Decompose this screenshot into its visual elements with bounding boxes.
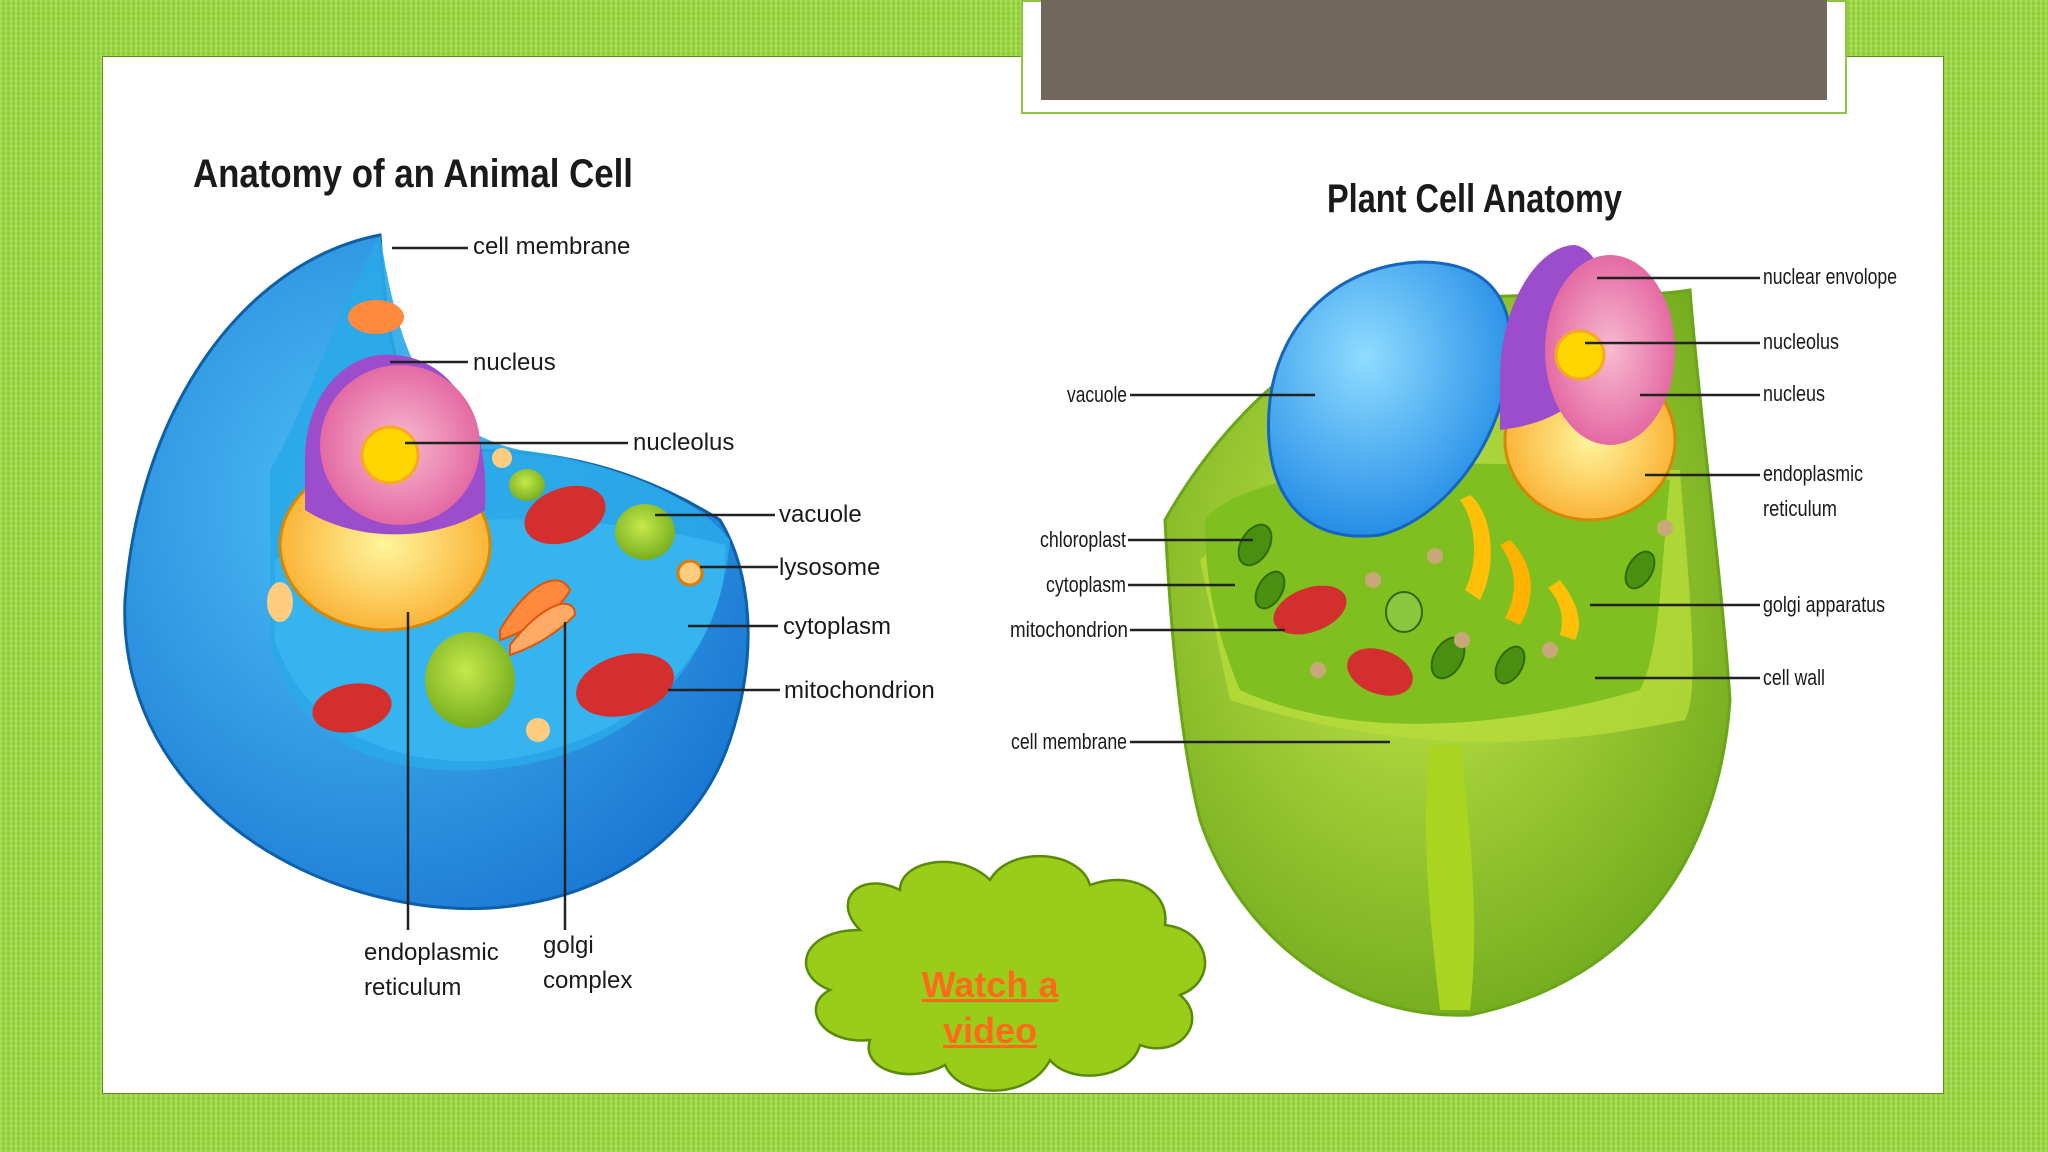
animal-nucleus [278,354,492,632]
animal-cell-title: Anatomy of an Animal Cell [193,152,633,196]
plant-cell-illustration [1163,245,1732,1017]
plant-label-cytoplasm: cytoplasm [1046,572,1126,597]
animal-golgi [499,579,577,657]
animal-cell-texts: Anatomy of an Animal Cell cell membrane … [193,152,935,1001]
animal-label-nucleus: nucleus [473,349,556,376]
watch-video-link-line1: Watch a [921,964,1059,1005]
plant-cell-texts: Plant Cell Anatomy nuclear envolope nucl… [1010,177,1897,754]
plant-label-nucleolus: nucleolus [1763,329,1839,354]
plant-label-mitochondrion: mitochondrion [1010,617,1128,642]
watch-video-link[interactable]: Watch a video [890,962,1090,1054]
animal-vacuole [425,632,515,728]
watch-video-link-line2: video [942,1010,1038,1051]
animal-label-er-line1: endoplasmic [364,939,499,966]
animal-label-lysosome: lysosome [779,554,880,581]
animal-label-er-line2: reticulum [364,974,461,1001]
plant-golgi [1460,495,1580,640]
animal-mitochondria [312,485,674,733]
animal-cell-leaders [390,246,780,930]
plant-label-golgi: golgi apparatus [1763,592,1885,617]
plant-label-er-line1: endoplasmic [1763,461,1863,486]
plant-label-vacuole: vacuole [1067,382,1127,407]
animal-label-vacuole: vacuole [779,501,862,528]
animal-label-cell-membrane: cell membrane [473,233,630,260]
plant-label-chloroplast: chloroplast [1040,527,1126,552]
plant-nucleus [1500,245,1677,522]
title-placeholder[interactable] [1041,0,1827,100]
plant-label-nuclear-envelope: nuclear envolope [1763,264,1897,289]
animal-label-mitochondrion: mitochondrion [784,677,935,704]
cloud-shape[interactable] [804,854,1207,1092]
plant-label-cell-membrane: cell membrane [1011,729,1127,754]
plant-label-nucleus: nucleus [1763,381,1825,406]
plant-label-cell-wall: cell wall [1763,665,1825,690]
animal-label-golgi-line2: complex [543,967,632,994]
plant-mitochondria [1273,585,1413,696]
animal-label-golgi-line1: golgi [543,932,594,959]
plant-cell-title: Plant Cell Anatomy [1327,177,1623,221]
plant-chloroplasts [1237,523,1656,685]
animal-cell-illustration [123,233,750,910]
animal-lysosome [676,559,704,587]
animal-label-cytoplasm: cytoplasm [783,613,891,640]
animal-label-nucleolus: nucleolus [633,429,734,456]
plant-cell-leaders [1128,276,1760,744]
plant-label-er-line2: reticulum [1763,496,1837,521]
